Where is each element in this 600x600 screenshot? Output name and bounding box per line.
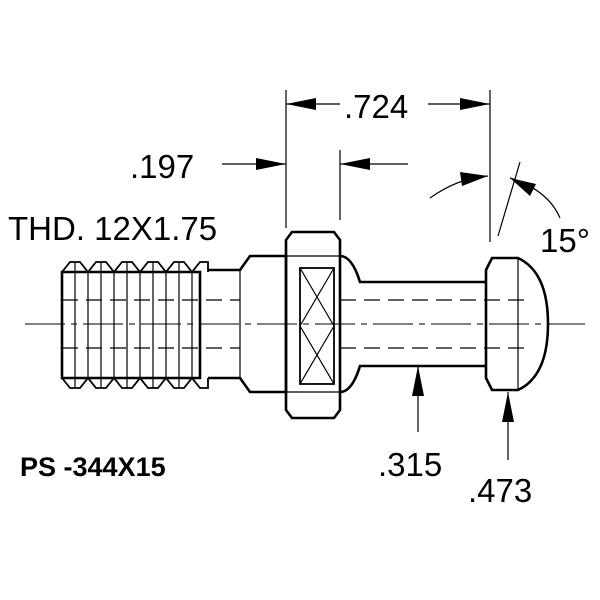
- flange-section: [284, 230, 342, 420]
- shank-section: [339, 254, 530, 394]
- dimension-shank-diameter: .315: [378, 366, 442, 483]
- shank-diameter-label: .315: [378, 446, 442, 483]
- arrow-flange-right-icon: [340, 158, 370, 170]
- dimension-angle: 15°: [429, 161, 590, 259]
- thread-outline: [60, 270, 202, 380]
- head-section: [484, 256, 550, 392]
- arrow-left-icon: [286, 98, 316, 110]
- thread-label: THD. 12X1.75: [8, 210, 217, 247]
- shank-bottom: [339, 364, 486, 394]
- arrow-head-icon: [502, 392, 514, 422]
- shank-top: [339, 254, 486, 284]
- arrow-right-icon: [460, 98, 490, 110]
- wrench-flat: [299, 267, 335, 385]
- dimension-head-diameter: .473: [468, 392, 532, 509]
- thread-crests-top: [61, 261, 209, 274]
- head-outline: [484, 256, 550, 392]
- thread-flanks: [74, 262, 193, 388]
- head-diameter-label: .473: [468, 472, 532, 509]
- threaded-section: [60, 261, 240, 389]
- arrow-flange-left-icon: [256, 158, 286, 170]
- wrench-flat-diag-4: [299, 325, 335, 385]
- part-number-label: PS -344X15: [20, 452, 166, 482]
- angle-ext-line: [497, 161, 521, 237]
- arrow-shank-icon: [412, 366, 424, 396]
- flange-outline: [284, 230, 342, 420]
- dimension-flange-width: .197: [130, 148, 408, 220]
- dimension-overall-length: .724: [285, 88, 491, 242]
- arrow-angle-left-icon: [460, 172, 488, 186]
- overall-length-label: .724: [344, 88, 408, 125]
- angle-label: 15°: [540, 222, 590, 259]
- thread-crests-bottom: [61, 376, 209, 389]
- flange-width-label: .197: [130, 148, 194, 185]
- arrow-angle-right-icon: [510, 178, 536, 196]
- wrench-flat-diag-2: [299, 267, 335, 327]
